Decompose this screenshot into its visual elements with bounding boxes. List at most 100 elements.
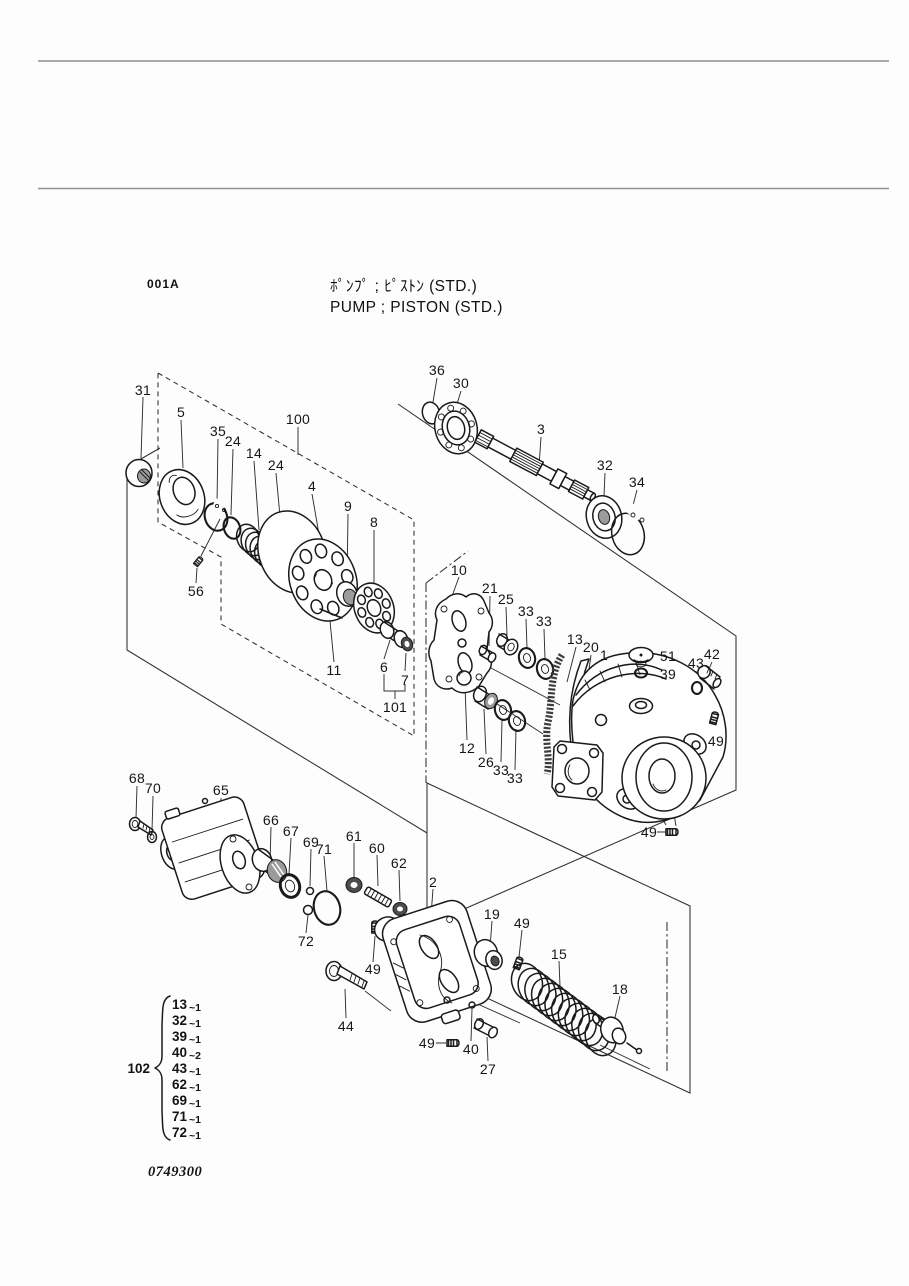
top-rules <box>38 60 889 190</box>
part-70-nut <box>146 830 158 844</box>
part-19-cup <box>473 938 503 971</box>
part-32-bearing <box>585 494 623 540</box>
part-62-nut <box>392 902 408 916</box>
part-18-valve <box>592 1013 643 1055</box>
callout-24: 24 <box>225 433 241 449</box>
page-title-english: PUMP ; PISTON (STD.) <box>330 299 503 316</box>
part-39-oring <box>633 667 649 679</box>
callout-4: 4 <box>308 478 316 494</box>
callout-62: 62 <box>391 855 407 871</box>
callout-51: 51 <box>660 648 676 664</box>
callout-25: 25 <box>498 591 514 607</box>
part-44-bolt <box>325 960 368 990</box>
part-33-washer-b <box>535 658 555 680</box>
callout-8: 8 <box>370 514 378 530</box>
part-5-swash-plate <box>158 468 206 526</box>
part-26-sleeve <box>472 685 498 710</box>
part-3-drive-shaft <box>473 429 597 502</box>
part-35-snap-ring <box>203 498 229 532</box>
callout-32: 32 <box>597 457 613 473</box>
callout-66: 66 <box>263 812 279 828</box>
callout-2: 2 <box>429 874 437 890</box>
callout-42: 42 <box>704 646 720 662</box>
part-42-plug <box>697 664 722 690</box>
part-6-7-piston <box>379 620 414 652</box>
part-30-bearing <box>433 401 479 455</box>
part-8-retainer-plate <box>352 582 396 634</box>
part-15-spring <box>510 962 617 1057</box>
callout-65: 65 <box>213 782 229 798</box>
part-69-ring <box>305 886 315 896</box>
callout-31: 31 <box>135 382 151 398</box>
part-51-plug <box>628 646 654 668</box>
part-21-pin <box>478 644 497 663</box>
part-2-end-cover <box>373 899 493 1025</box>
header: 001A ﾎﾟﾝﾌﾟ ; ﾋﾟｽﾄﾝ (STD.) PUMP ; PISTON … <box>147 277 503 316</box>
parts-quantity-row: 32~1 <box>172 1013 201 1030</box>
callout-33: 33 <box>518 603 534 619</box>
brace <box>154 995 171 1141</box>
part-60-stud <box>363 886 393 908</box>
callout-49: 49 <box>365 961 381 977</box>
callout-10: 10 <box>451 562 467 578</box>
callout-49: 49 <box>419 1035 435 1051</box>
callout-67: 67 <box>283 823 299 839</box>
callout-7: 7 <box>401 672 409 688</box>
part-56-screw <box>192 555 205 568</box>
part-72-ring <box>302 904 314 916</box>
callout-5: 5 <box>177 404 185 420</box>
bracket-101 <box>383 674 406 699</box>
part-27-pin <box>473 1018 499 1039</box>
callout-20: 20 <box>583 639 599 655</box>
callout-35: 35 <box>210 423 226 439</box>
callout-49: 49 <box>641 824 657 840</box>
callout-60: 60 <box>369 840 385 856</box>
callout-11: 11 <box>326 662 341 678</box>
part-31-bushing <box>125 458 153 488</box>
part-33-washer-d <box>507 710 527 732</box>
callout-27: 27 <box>480 1061 496 1077</box>
parts-quantity-row: 39~1 <box>172 1029 201 1046</box>
callout-18: 18 <box>612 981 628 997</box>
callout-43: 43 <box>688 655 704 671</box>
callout-15: 15 <box>551 946 567 962</box>
callout-13: 13 <box>567 631 583 647</box>
callout-14: 14 <box>246 445 262 461</box>
part-68-bolt <box>128 816 154 836</box>
callout-36: 36 <box>429 362 445 378</box>
callout-12: 12 <box>459 740 475 756</box>
callout-61: 61 <box>346 828 362 844</box>
dashed-box-100 <box>157 372 415 737</box>
callout-70: 70 <box>145 780 161 796</box>
callout-39: 39 <box>660 666 676 682</box>
part-71-oring <box>312 890 342 926</box>
parts-quantity-row: 69~1 <box>172 1093 201 1110</box>
page-title-japanese: ﾎﾟﾝﾌﾟ ; ﾋﾟｽﾄﾝ (STD.) <box>330 277 477 295</box>
callout-3: 3 <box>537 421 545 437</box>
callout-34: 34 <box>629 474 645 490</box>
part-33-washer-a <box>517 647 537 669</box>
callout-33: 33 <box>507 770 523 786</box>
parts-list-102: 102 13~132~139~140~243~162~169~171~172~1 <box>127 995 201 1142</box>
parts-quantity-row: 72~1 <box>172 1125 201 1142</box>
part-24-washer-a <box>222 516 242 540</box>
part-13-gasket <box>543 653 566 775</box>
part-4-cylinder-block <box>257 510 358 622</box>
section-code: 001A <box>147 277 180 291</box>
solid-box-shaft-pump <box>397 403 737 925</box>
callout-100: 100 <box>286 411 310 427</box>
parts-quantity-row: 40~2 <box>172 1045 201 1062</box>
parts-quantity-row: 13~1 <box>172 997 201 1014</box>
callout-72: 72 <box>298 933 314 949</box>
callout-68: 68 <box>129 770 145 786</box>
callout-26: 26 <box>478 754 494 770</box>
callout-40: 40 <box>463 1041 479 1057</box>
part-61-nut <box>345 877 363 893</box>
callout-33: 33 <box>493 762 509 778</box>
part-49-screw-e <box>446 1039 460 1047</box>
callout-56: 56 <box>188 583 204 599</box>
part-33-washer-c <box>493 699 513 721</box>
